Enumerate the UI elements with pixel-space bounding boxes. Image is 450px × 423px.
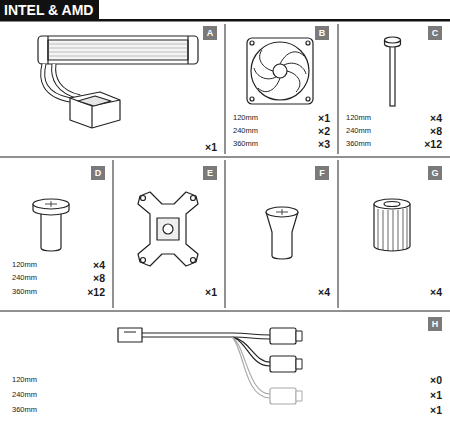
- size-label: 240mm: [12, 391, 37, 399]
- part-letter: A: [207, 29, 214, 38]
- quantity-label: ×0: [430, 375, 442, 386]
- part-letter-badge: D: [91, 166, 105, 180]
- size-label: 120mm: [12, 376, 37, 384]
- part-letter-badge: F: [315, 166, 329, 180]
- quantity-label: ×4: [430, 113, 442, 124]
- quantity-label: ×4: [93, 260, 105, 271]
- size-label: 120mm: [346, 114, 371, 122]
- part-letter-badge: C: [428, 26, 442, 40]
- quantity-label: ×2: [318, 126, 330, 137]
- sheet-title: INTEL & AMD: [0, 0, 99, 20]
- quantity-label: ×8: [93, 273, 105, 284]
- part-letter: H: [432, 320, 439, 329]
- quantity-label: ×1: [430, 405, 442, 416]
- part-letter-badge: E: [203, 166, 217, 180]
- size-label: 240mm: [233, 127, 258, 135]
- size-label: 240mm: [12, 274, 37, 282]
- size-label: 360mm: [346, 140, 371, 148]
- quantity-label: ×12: [87, 287, 105, 298]
- quantity-label: ×1: [205, 287, 217, 298]
- part-letter: G: [431, 169, 438, 178]
- part-letter-badge: B: [315, 26, 329, 40]
- part-letter-badge: A: [203, 26, 217, 40]
- part-letter-badge: H: [428, 317, 442, 331]
- size-label: 360mm: [233, 140, 258, 148]
- quantity-label: ×4: [430, 287, 442, 298]
- part-letter: D: [95, 169, 102, 178]
- part-letter-badge: G: [428, 166, 442, 180]
- quantity-label: ×1: [205, 142, 217, 153]
- quantity-label: ×4: [318, 287, 330, 298]
- part-letter: F: [319, 169, 325, 178]
- quantity-label: ×1: [430, 390, 442, 401]
- quantity-label: ×3: [318, 139, 330, 150]
- size-label: 120mm: [12, 261, 37, 269]
- quantity-label: ×8: [430, 126, 442, 137]
- quantity-label: ×1: [318, 113, 330, 124]
- size-label: 360mm: [12, 406, 37, 414]
- part-letter: C: [432, 29, 439, 38]
- part-letter: E: [207, 169, 213, 178]
- size-label: 120mm: [233, 114, 258, 122]
- quantity-label: ×12: [424, 139, 442, 150]
- part-letter: B: [319, 29, 326, 38]
- size-label: 240mm: [346, 127, 371, 135]
- size-label: 360mm: [12, 288, 37, 296]
